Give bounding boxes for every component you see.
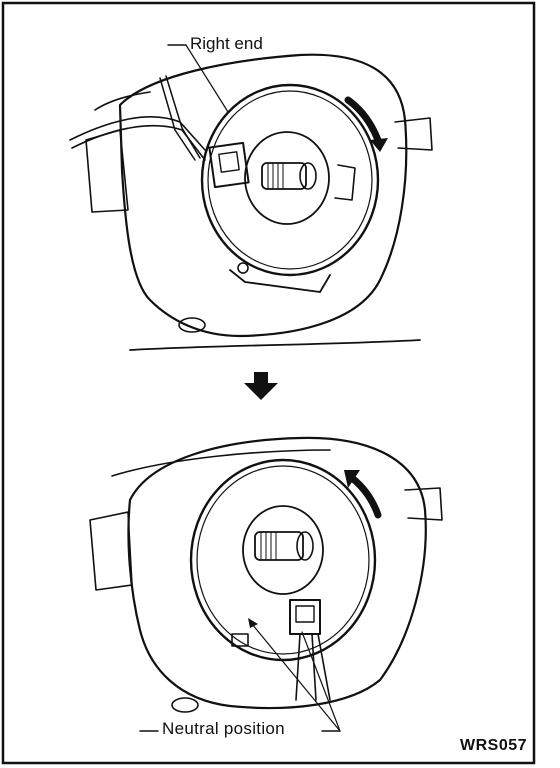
left-panel-bottom bbox=[89, 511, 133, 591]
rotation-arrow-bottom bbox=[348, 474, 382, 519]
cover-lower-line-top bbox=[129, 339, 421, 351]
down-arrow bbox=[244, 372, 278, 400]
bottom-illustration bbox=[89, 436, 443, 732]
spiral-cable-ring-bottom bbox=[189, 458, 377, 662]
hub-top bbox=[244, 131, 330, 225]
top-illustration bbox=[69, 44, 433, 351]
right-panel-top bbox=[394, 117, 433, 151]
figure-border bbox=[1, 1, 536, 765]
connector-bottom bbox=[289, 599, 321, 635]
right-panel-bottom bbox=[404, 487, 443, 521]
column-cover-bottom bbox=[127, 436, 427, 710]
connector-top bbox=[208, 141, 250, 189]
shaft-bottom bbox=[254, 531, 314, 561]
right-end-label: Right end bbox=[190, 34, 263, 53]
column-cover-top bbox=[118, 53, 408, 338]
spiral-cable-ring-top bbox=[200, 83, 380, 277]
neutral-position-label: Neutral position bbox=[162, 719, 285, 738]
rotation-arrow-top bbox=[344, 96, 382, 144]
hub-bottom bbox=[242, 505, 324, 595]
figure-code-label: WRS057 bbox=[460, 737, 528, 754]
wire-top bbox=[69, 116, 206, 151]
shaft-top bbox=[261, 162, 317, 190]
